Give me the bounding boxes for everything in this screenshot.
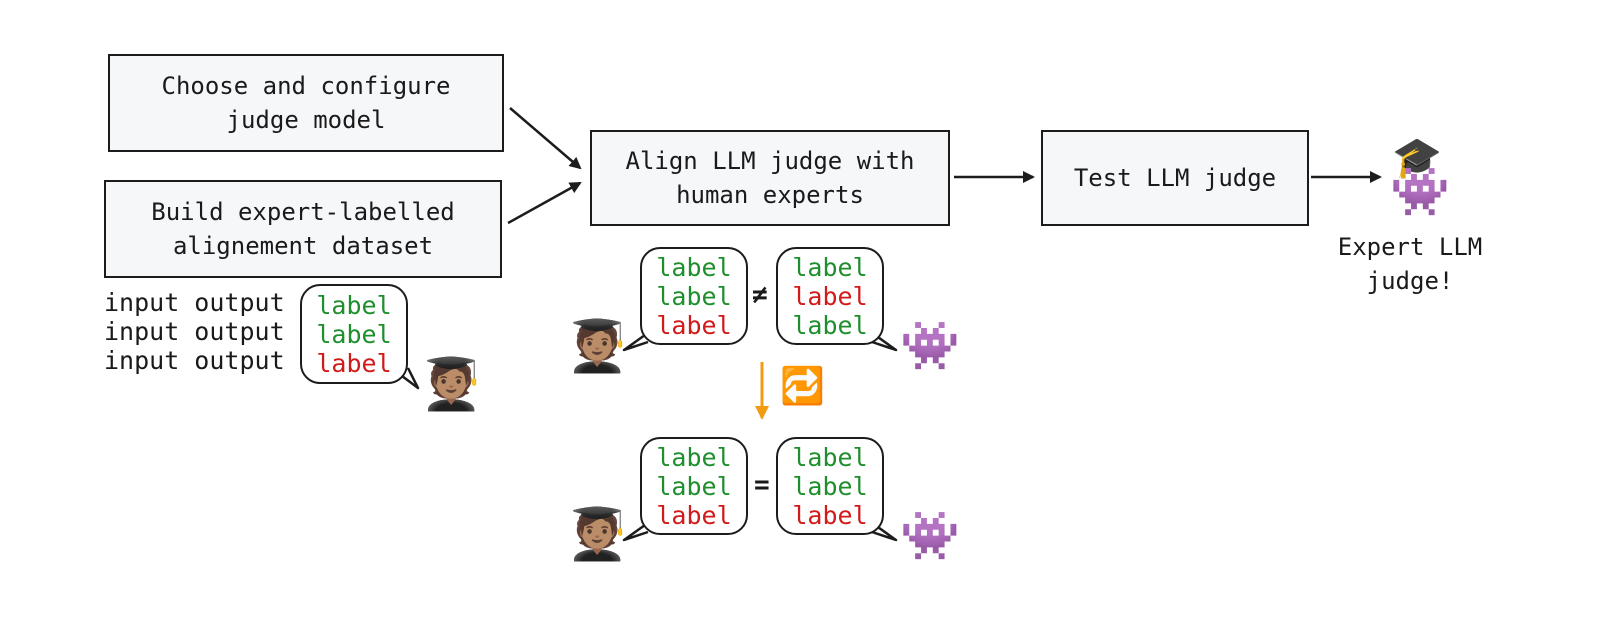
step-test-judge: Test LLM judge [1041, 130, 1309, 226]
after-human-labels-bubble: label label label [640, 437, 748, 535]
student-icon: 🧑🏽‍🎓 [420, 355, 483, 413]
label-correct: label [792, 252, 868, 282]
label-correct: label [656, 442, 732, 472]
alien-monster-icon: 👾 [900, 318, 960, 374]
student-icon: 🧑🏽‍🎓 [566, 505, 629, 563]
before-human-labels-bubble: label label label [640, 247, 748, 345]
repeat-icon: 🔁 [780, 366, 825, 407]
step-align-judge: Align LLM judge with human experts [590, 130, 950, 226]
label-correct: label [656, 471, 732, 501]
arrow-build-to-align [507, 181, 582, 225]
step-choose-judge-model: Choose and configure judge model [108, 54, 504, 152]
label-correct: label [316, 319, 392, 349]
dataset-row-text: input output [104, 317, 285, 346]
label-correct: label [792, 442, 868, 472]
result-caption: Expert LLM judge! [1337, 233, 1483, 295]
student-icon: 🧑🏽‍🎓 [566, 317, 629, 375]
equal-sign: = [754, 470, 770, 500]
label-correct: label [316, 290, 392, 320]
alien-monster-icon: 👾 [900, 508, 960, 564]
label-correct: label [792, 310, 868, 340]
dataset-row-text: input output [104, 346, 285, 375]
not-equal-sign: ≠ [752, 280, 768, 310]
label-incorrect: label [792, 500, 868, 530]
graduation-cap-icon: 🎓 [1392, 135, 1442, 181]
step-build-dataset: Build expert-labelled alignement dataset [104, 180, 502, 278]
dataset-row-text: input output [104, 288, 285, 317]
alien-monster-icon: 👾 [1390, 164, 1450, 220]
label-correct: label [656, 281, 732, 311]
label-incorrect: label [656, 500, 732, 530]
before-llm-labels-bubble: label label label [776, 247, 884, 345]
label-correct: label [792, 471, 868, 501]
dataset-label-bubble: label label label [300, 284, 408, 384]
label-incorrect: label [316, 348, 392, 378]
label-incorrect: label [792, 281, 868, 311]
after-llm-labels-bubble: label label label [776, 437, 884, 535]
label-incorrect: label [656, 310, 732, 340]
arrow-choose-to-align [509, 107, 582, 170]
label-correct: label [656, 252, 732, 282]
